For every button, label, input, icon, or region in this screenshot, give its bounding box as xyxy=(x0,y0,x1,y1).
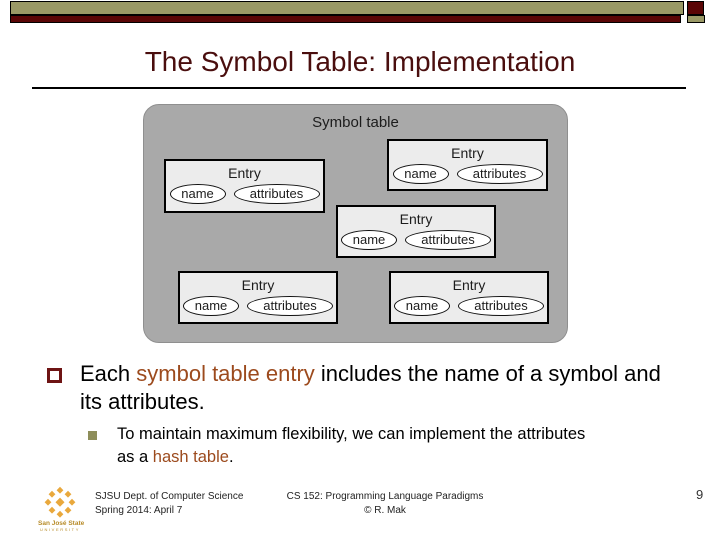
attributes-oval: attributes xyxy=(233,184,320,204)
logo-text-san-jose-state: San José State xyxy=(38,520,85,527)
footer-dept: SJSU Dept. of Computer Science xyxy=(95,491,244,502)
footer-center-block: CS 152: Programming Language Paradigms ©… xyxy=(250,490,520,517)
slide-title: The Symbol Table: Implementation xyxy=(144,46,576,77)
symbol-table-label: Symbol table xyxy=(312,114,399,131)
logo-text-university: UNIVERSITY xyxy=(39,527,80,532)
bullet-1-accent: symbol table entry xyxy=(136,361,315,386)
bullet-2-post: . xyxy=(228,448,234,466)
entry-label: Entry xyxy=(451,145,484,161)
bullet-2: To maintain maximum flexibility, we can … xyxy=(117,423,607,469)
entry-oval-row: name attributes xyxy=(391,296,547,316)
name-oval: name xyxy=(392,164,449,184)
sub-bullet-square-icon xyxy=(88,431,97,440)
entry-label: Entry xyxy=(228,165,261,181)
symbol-table-diagram: Symbol table Entry name attributes Entry… xyxy=(143,104,568,343)
bullet-1-pre: Each xyxy=(80,361,137,386)
footer-left-block: SJSU Dept. of Computer Science Spring 20… xyxy=(95,490,243,517)
entry-box-left: Entry name attributes xyxy=(164,159,325,213)
bullet-square-icon xyxy=(47,368,62,383)
header-bar-red xyxy=(10,15,681,23)
attributes-oval: attributes xyxy=(405,230,491,250)
entry-label: Entry xyxy=(399,211,433,227)
entry-oval-row: name attributes xyxy=(180,296,336,316)
footer-semester: Spring 2014: April 7 xyxy=(95,504,183,516)
bullet-2-accent: hash table xyxy=(152,448,229,466)
sjsu-logo: San José State UNIVERSITY xyxy=(38,486,85,532)
page-number: 9 xyxy=(696,487,704,502)
title-underline xyxy=(32,87,686,89)
footer-course: CS 152: Programming Language Paradigms xyxy=(286,491,484,502)
entry-label: Entry xyxy=(241,277,275,293)
bullet-2-pre: To maintain maximum flexibility, we can … xyxy=(117,425,586,466)
footer-copyright: © R. Mak xyxy=(364,504,406,516)
name-oval: name xyxy=(169,184,226,204)
header-bar-tan xyxy=(10,1,684,15)
entry-oval-row: name attributes xyxy=(166,184,323,204)
header-square-red xyxy=(687,1,704,15)
attributes-oval: attributes xyxy=(247,296,333,316)
entry-oval-row: name attributes xyxy=(389,164,546,184)
sjsu-medallion-icon xyxy=(44,486,76,518)
bullet-1-post: includes the name of a symbol and its at… xyxy=(80,361,661,414)
header-square-tan xyxy=(687,15,705,23)
attributes-oval: attributes xyxy=(458,296,544,316)
entry-box-top-right: Entry name attributes xyxy=(387,139,548,191)
bullet-1: Each symbol table entry includes the nam… xyxy=(80,360,680,416)
attributes-oval: attributes xyxy=(456,164,543,184)
entry-oval-row: name attributes xyxy=(338,230,494,250)
entry-box-bottom-right: Entry name attributes xyxy=(389,271,549,324)
entry-label: Entry xyxy=(452,277,486,293)
name-oval: name xyxy=(183,296,239,316)
name-oval: name xyxy=(341,230,397,250)
entry-box-middle: Entry name attributes xyxy=(336,205,496,258)
name-oval: name xyxy=(394,296,450,316)
entry-box-bottom-left: Entry name attributes xyxy=(178,271,338,324)
